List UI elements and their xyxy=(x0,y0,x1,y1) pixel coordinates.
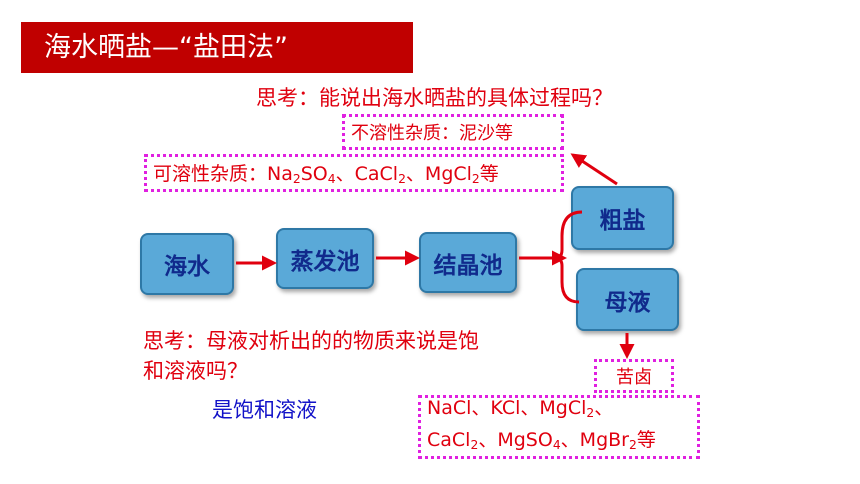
crystallization-pond-node: 结晶池 xyxy=(419,232,517,293)
insoluble-impurities-text: 不溶性杂质：泥沙等 xyxy=(351,123,513,144)
question-mother-liquor-line2: 和溶液吗？ xyxy=(143,359,248,383)
crude-salt-node: 粗盐 xyxy=(571,186,674,250)
question-process: 思考：能说出海水晒盐的具体过程吗？ xyxy=(256,86,613,110)
bittern-contents-line2: CaCl2、MgSO4、MgBr2等 xyxy=(427,429,656,453)
insoluble-impurities-box: 不溶性杂质：泥沙等 xyxy=(342,114,564,150)
title-bar xyxy=(21,22,413,73)
seawater-node: 海水 xyxy=(140,233,234,295)
bittern-label-box: 苦卤 xyxy=(594,359,674,393)
bittern-label: 苦卤 xyxy=(616,367,652,388)
bittern-contents-line1: NaCl、KCl、MgCl2、 xyxy=(427,396,614,420)
soluble-impurities-box: 可溶性杂质：Na2SO4、CaCl2、MgCl2等 xyxy=(144,154,564,192)
mother-liquor-node: 母液 xyxy=(576,268,679,331)
split-brace xyxy=(554,210,583,304)
soluble-impurities-text: 可溶性杂质：Na2SO4、CaCl2、MgCl2等 xyxy=(153,163,499,187)
evaporation-pond-node: 蒸发池 xyxy=(276,228,374,289)
question-mother-liquor-line1: 思考：母液对析出的的物质来说是饱 xyxy=(143,329,479,353)
arrow-crude-salt-to-impurities xyxy=(570,153,618,186)
answer-text: 是饱和溶液 xyxy=(212,398,317,422)
bittern-contents-box: NaCl、KCl、MgCl2、 CaCl2、MgSO4、MgBr2等 xyxy=(418,395,700,459)
slide-title: 海水晒盐—“盐田法” xyxy=(44,32,288,63)
